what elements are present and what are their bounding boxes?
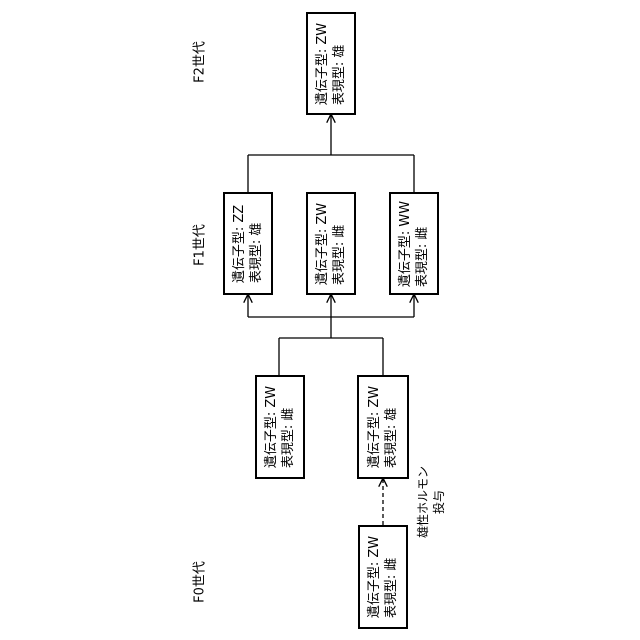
phenotype-text: 表現型: 雌: [331, 202, 348, 284]
box-f0-origin: 遺伝子型: ZW 表現型: 雌: [358, 525, 408, 629]
generation-label-f0: F0世代: [189, 561, 208, 603]
genotype-text: 遺伝子型: ZW: [366, 386, 383, 468]
genotype-text: 遺伝子型: ZW: [314, 202, 331, 284]
hormone-treatment-line2: 投与: [431, 466, 447, 538]
phenotype-text: 表現型: 雄: [248, 204, 265, 282]
phenotype-text: 表現型: 雌: [414, 200, 431, 286]
box-f0-female: 遺伝子型: ZW 表現型: 雌: [255, 375, 305, 479]
box-f1-ww: 遺伝子型: WW 表現型: 雌: [389, 192, 439, 295]
hormone-treatment-line1: 雄性ホルモン: [415, 466, 431, 538]
genotype-text: 遺伝子型: ZW: [314, 22, 331, 104]
phenotype-text: 表現型: 雌: [383, 536, 400, 618]
box-f0-male: 遺伝子型: ZW 表現型: 雄: [357, 375, 409, 479]
genotype-text: 遺伝子型: ZW: [263, 386, 280, 468]
generation-label-f2: F2世代: [189, 41, 208, 83]
hormone-treatment-label: 雄性ホルモン 投与: [415, 466, 447, 538]
box-f1-zw: 遺伝子型: ZW 表現型: 雌: [306, 192, 356, 295]
genotype-text: 遺伝子型: ZW: [366, 536, 383, 618]
genotype-text: 遺伝子型: WW: [397, 200, 414, 286]
phenotype-text: 表現型: 雌: [280, 386, 297, 468]
generation-label-f1: F1世代: [189, 224, 208, 266]
genotype-text: 遺伝子型: ZZ: [231, 204, 248, 282]
box-f2-zw: 遺伝子型: ZW 表現型: 雄: [306, 12, 356, 115]
box-f1-zz: 遺伝子型: ZZ 表現型: 雄: [223, 192, 273, 295]
phenotype-text: 表現型: 雄: [331, 22, 348, 104]
phenotype-text: 表現型: 雄: [383, 386, 400, 468]
